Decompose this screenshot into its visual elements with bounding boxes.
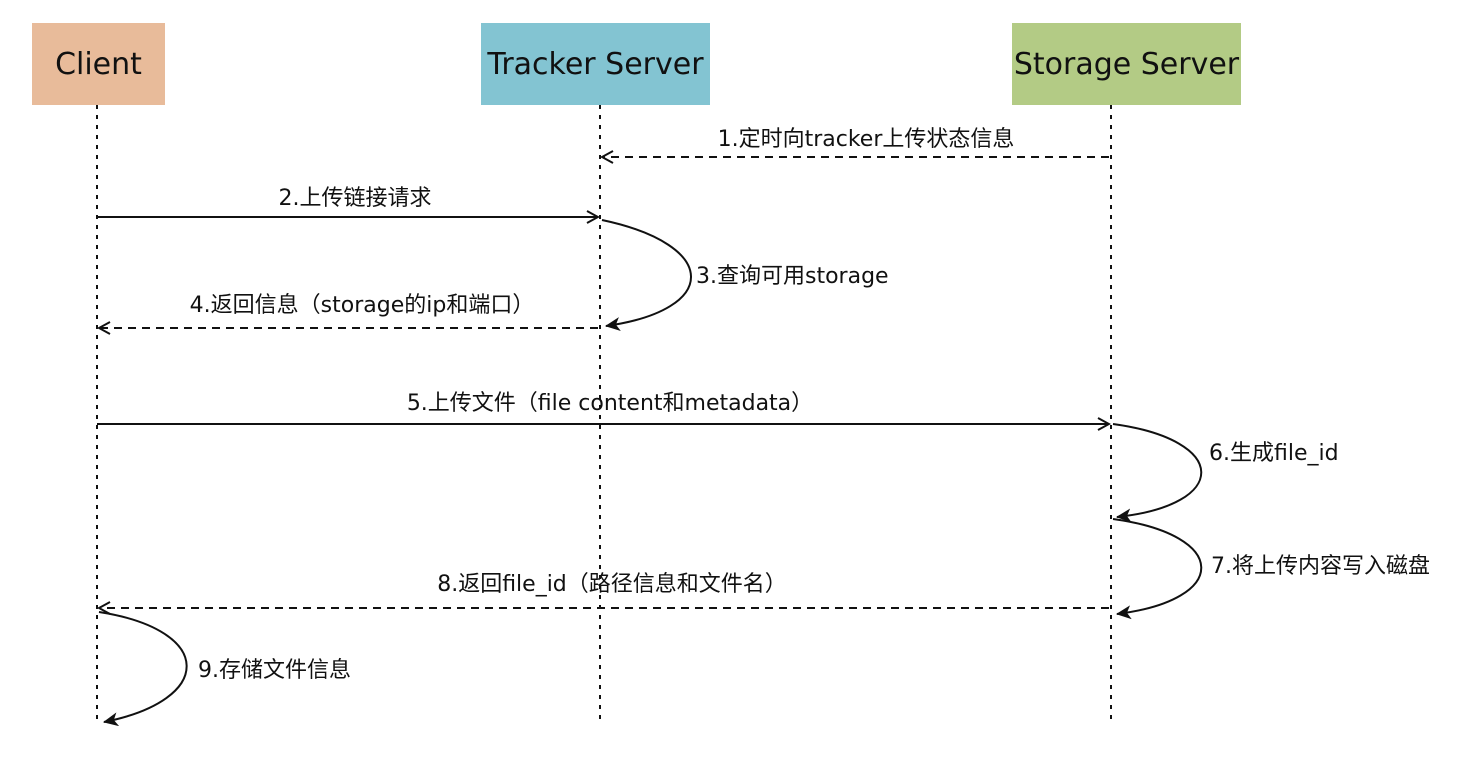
- message-2-label: 2.上传链接请求: [279, 186, 432, 211]
- participant-tracker-label: Tracker Server: [487, 46, 704, 82]
- participant-storage-label: Storage Server: [1013, 46, 1240, 82]
- message-8-label: 8.返回file_id（路径信息和文件名）: [437, 572, 787, 597]
- message-7-arrow: [1112, 518, 1203, 620]
- message-6-arrow: [1112, 423, 1203, 523]
- message-9-arrow: [98, 611, 188, 727]
- participant-storage-server: Storage Server: [1012, 23, 1241, 105]
- message-1-label: 1.定时向tracker上传状态信息: [718, 127, 1015, 152]
- participant-tracker-server: Tracker Server: [481, 23, 710, 105]
- message-6-label: 6.生成file_id: [1209, 441, 1339, 466]
- message-9-label: 9.存储文件信息: [198, 658, 351, 683]
- message-4-label: 4.返回信息（storage的ip和端口）: [190, 293, 535, 318]
- message-3-arrow: [601, 219, 692, 331]
- message-5-label: 5.上传文件（file content和metadata）: [407, 391, 813, 416]
- message-7-label: 7.将上传内容写入磁盘: [1211, 554, 1430, 579]
- participant-client-label: Client: [55, 46, 142, 82]
- participant-client: Client: [32, 23, 165, 105]
- message-3-label: 3.查询可用storage: [696, 264, 889, 289]
